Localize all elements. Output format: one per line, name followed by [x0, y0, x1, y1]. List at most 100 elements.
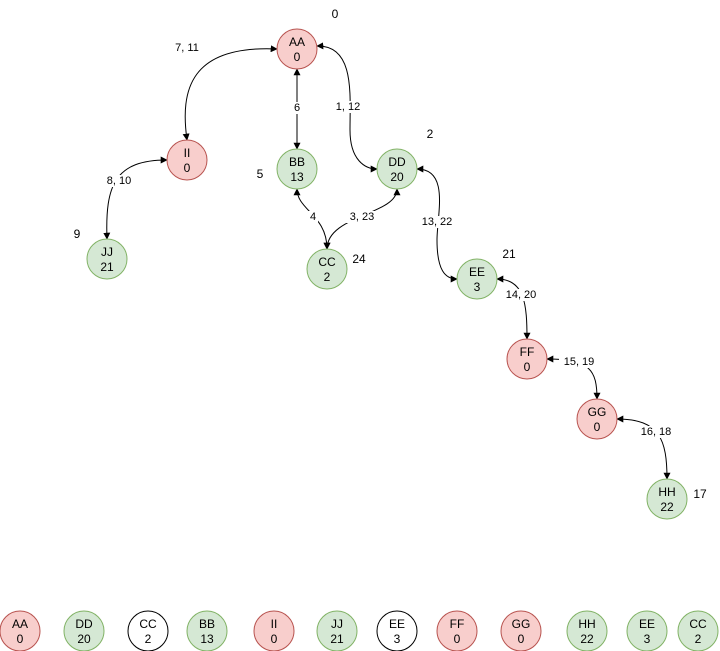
edge-ee-ff [496, 275, 531, 340]
edge-label-background [102, 175, 136, 187]
sequence-node-8: FF0 [436, 610, 478, 651]
edge-label-background [331, 101, 365, 113]
graph-node-ff: FF0 [506, 338, 548, 380]
edge-aa-ii [182, 45, 278, 141]
edge-label-background [308, 211, 318, 223]
graph-node-cc: CC2 [306, 248, 348, 290]
sequence-node-11-value: 3 [644, 632, 651, 646]
sequence-node-6-value: 21 [330, 632, 344, 646]
edge-label-background [559, 356, 599, 368]
sequence-node-1-circle [0, 610, 41, 651]
time-label-cc: 24 [352, 252, 366, 266]
sequence-node-9-circle [500, 610, 542, 651]
graph-node-bb-value: 13 [290, 170, 304, 184]
sequence-node-10-name: HH [578, 617, 595, 631]
graph-node-bb-name: BB [289, 155, 305, 169]
graph-node-jj-name: JJ [101, 245, 113, 259]
graph-node-cc-circle [306, 248, 348, 290]
sequence-node-11: EE3 [626, 610, 668, 651]
sequence-node-1: AA0 [0, 610, 41, 651]
sequence-node-9-name: GG [512, 617, 531, 631]
sequence-node-2-name: DD [75, 617, 93, 631]
sequence-node-9-value: 0 [518, 632, 525, 646]
edge-label-dd-ee: 13, 22 [422, 216, 453, 228]
edge-label-bb-cc: 4 [310, 211, 316, 223]
time-label-hh: 17 [693, 487, 707, 501]
graph-node-jj-value: 21 [100, 260, 114, 274]
sequence-node-9: GG0 [500, 610, 542, 651]
edge-label-gg-hh: 16, 18 [641, 426, 672, 438]
sequence-node-1-value: 0 [17, 632, 24, 646]
edge-label-aa-ii: 7, 11 [175, 42, 199, 54]
sequence-node-5: II0 [253, 610, 295, 651]
graph-node-jj-circle [86, 238, 128, 280]
edge-label-ee-ff: 14, 20 [506, 289, 537, 301]
graph-node-aa-value: 0 [294, 50, 301, 64]
graph-node-bb-circle [276, 148, 318, 190]
graph-node-cc-value: 2 [324, 270, 331, 284]
sequence-node-12-circle [677, 610, 719, 651]
sequence-node-4-circle [186, 610, 228, 651]
graph-node-dd-circle [376, 148, 418, 190]
sequence-node-1-name: AA [12, 617, 28, 631]
graph-node-gg-circle [576, 398, 618, 440]
graph-node-dd-value: 20 [390, 170, 404, 184]
graph-node-ff-circle [506, 338, 548, 380]
graph-node-gg-value: 0 [594, 420, 601, 434]
sequence-node-12-name: CC [689, 617, 707, 631]
edge-dd-ee [416, 165, 458, 283]
sequence-node-10-value: 22 [580, 632, 594, 646]
sequence-node-12-value: 2 [695, 632, 702, 646]
graph-node-aa-circle [276, 28, 318, 70]
graph-node-ee-circle [456, 258, 498, 300]
time-label-jj: 9 [74, 227, 81, 241]
sequence-node-3-circle [127, 610, 169, 651]
graph-node-gg: GG0 [576, 398, 618, 440]
sequence-node-2-value: 20 [77, 632, 91, 646]
time-label-dd: 2 [427, 127, 434, 141]
sequence-node-10-circle [566, 610, 608, 651]
edge-label-background [170, 42, 204, 54]
graph-node-hh-circle [646, 478, 688, 520]
sequence-node-8-name: FF [450, 617, 465, 631]
edge-label-aa-dd: 1, 12 [336, 101, 360, 113]
sequence-node-11-name: EE [639, 617, 655, 631]
graph-node-ee: EE3 [456, 258, 498, 300]
graph-node-ee-value: 3 [474, 280, 481, 294]
sequence-node-2-circle [63, 610, 105, 651]
graph-node-ee-name: EE [469, 265, 485, 279]
edge-ii-jj [103, 156, 168, 240]
graph-node-dd-name: DD [388, 155, 406, 169]
sequence-node-7-value: 3 [394, 632, 401, 646]
graph-node-gg-name: GG [588, 405, 607, 419]
graph-node-hh-value: 22 [660, 500, 674, 514]
graph-node-aa: AA0 [276, 28, 318, 70]
sequence-node-7: EE3 [376, 610, 418, 651]
time-label-ee: 21 [502, 247, 516, 261]
graph-node-ff-value: 0 [524, 360, 531, 374]
graph-node-ii: II0 [166, 139, 208, 181]
edge-label-background [417, 216, 457, 228]
sequence-node-3: CC2 [127, 610, 169, 651]
edge-label-aa-bb: 6 [294, 102, 300, 114]
graph-node-ii-circle [166, 139, 208, 181]
edge-ff-gg [546, 355, 601, 400]
graph-node-ii-value: 0 [184, 161, 191, 175]
edge-label-background [636, 426, 676, 438]
time-label-bb: 5 [257, 167, 264, 181]
sequence-node-4-name: BB [199, 617, 215, 631]
sequence-node-5-circle [253, 610, 295, 651]
edge-aa-dd [316, 42, 378, 173]
